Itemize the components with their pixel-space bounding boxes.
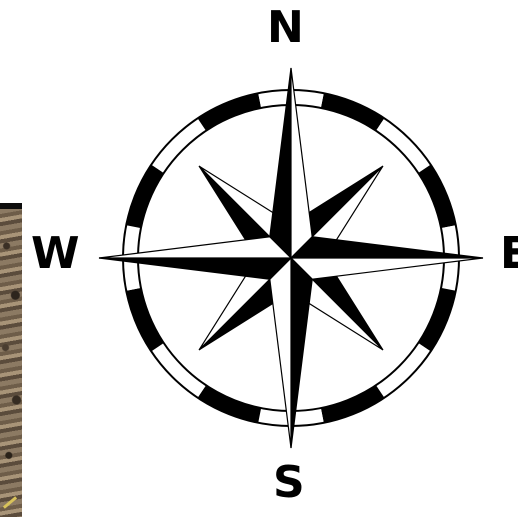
ring-segment — [376, 343, 431, 398]
west-label: W — [31, 232, 80, 276]
south-label: S — [273, 461, 305, 505]
east-label: E — [500, 232, 518, 276]
north-label: N — [267, 6, 304, 50]
compass-star — [99, 68, 483, 448]
ring-segment — [151, 343, 206, 398]
ring-segment — [151, 118, 206, 173]
ring-segment — [376, 118, 431, 173]
